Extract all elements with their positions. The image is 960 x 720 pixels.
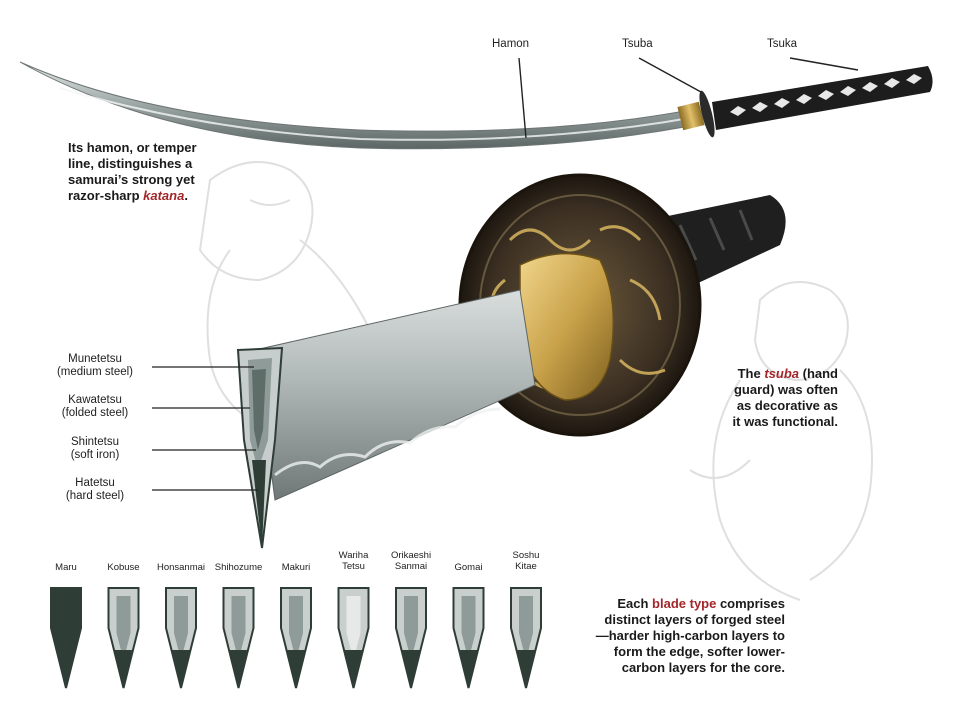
blade-type-label: Maru bbox=[31, 562, 101, 573]
hamon-caption-text: razor-sharp bbox=[68, 188, 144, 203]
layer-hatetsu: Hatetsu (hard steel) bbox=[40, 477, 150, 503]
tsuba-caption-line: The tsuba (hand bbox=[712, 366, 838, 382]
tsuka-pointer bbox=[789, 57, 859, 71]
blade-caption-line: carbon layers for the core. bbox=[621, 660, 785, 675]
hamon-pointer bbox=[518, 57, 527, 139]
layer-desc: (medium steel) bbox=[56, 366, 134, 378]
blade-type-label-line: Sanmai bbox=[394, 561, 428, 572]
blade-caption-line: form the edge, softer lower- bbox=[613, 644, 785, 659]
blade-closeup bbox=[254, 289, 536, 501]
habaki-closeup bbox=[519, 252, 615, 401]
blade-type-icons bbox=[50, 587, 542, 689]
blade-type-label-line: Wariha bbox=[338, 550, 369, 561]
tsuba-small bbox=[699, 90, 715, 138]
layer-munetetsu: Munetetsu (medium steel) bbox=[40, 353, 150, 379]
hamon-caption-line: razor-sharp katana. bbox=[68, 188, 258, 204]
hamon-caption-line: line, distinguishes a bbox=[68, 156, 193, 171]
blade-caption-text: Each bbox=[617, 596, 653, 611]
hamon-line bbox=[59, 87, 691, 141]
tsuba-term: tsuba bbox=[764, 366, 799, 381]
hamon-caption-line: samurai’s strong yet bbox=[68, 172, 195, 187]
layer-name: Shintetsu bbox=[71, 436, 119, 448]
blade-type-label-line: Kitae bbox=[515, 561, 537, 572]
hamon-caption-period: . bbox=[184, 188, 188, 203]
blade-type-term: blade type bbox=[652, 596, 717, 611]
blade-type-label-line: Kobuse bbox=[107, 562, 140, 573]
makuri-blade-icon bbox=[280, 587, 312, 689]
layer-name: Munetetsu bbox=[68, 353, 122, 365]
tsuba-label: Tsuba bbox=[622, 38, 653, 50]
blade-type-label: Makuri bbox=[261, 562, 331, 573]
kobuse-blade-icon bbox=[107, 587, 140, 689]
layer-desc: (folded steel) bbox=[61, 407, 129, 419]
maru-blade-icon bbox=[50, 587, 82, 689]
blade-type-label-line: Tetsu bbox=[342, 561, 365, 572]
tsuba-caption-line: it was functional. bbox=[732, 414, 838, 429]
blade-type-label: Gomai bbox=[434, 562, 504, 573]
katana-term: katana bbox=[143, 188, 185, 203]
blade-type-label: Honsanmai bbox=[146, 562, 216, 573]
blade-type-label-line: Maru bbox=[55, 562, 77, 573]
tsuba-caption-text: The bbox=[737, 366, 765, 381]
layer-shintetsu: Shintetsu (soft iron) bbox=[40, 436, 150, 462]
hamon-closeup bbox=[274, 407, 501, 477]
tsuka-wrap-diamonds bbox=[730, 74, 922, 116]
blade-type-label: Shihozume bbox=[204, 562, 274, 573]
blade-type-label-line: Honsanmai bbox=[156, 562, 206, 573]
tsuba-caption: The tsuba (hand guard) was often as deco… bbox=[712, 366, 838, 430]
tsuba-caption-text: (hand bbox=[799, 366, 838, 381]
blade-caption-line: Each blade type comprises bbox=[585, 596, 785, 612]
layer-desc: (soft iron) bbox=[70, 449, 120, 461]
blade-type-label-line: Shihozume bbox=[214, 562, 263, 573]
orikaeshi-sanmai-blade-icon bbox=[395, 587, 427, 689]
honsanmai-blade-icon bbox=[165, 587, 197, 689]
shihozume-blade-icon bbox=[222, 587, 255, 689]
wariha-tetsu-blade-icon bbox=[337, 587, 370, 689]
blade-type-label-line: Makuri bbox=[281, 562, 311, 573]
hamon-label: Hamon bbox=[492, 38, 530, 50]
layer-name: Hatetsu bbox=[75, 477, 115, 489]
habaki bbox=[677, 101, 705, 131]
tsuba-caption-line: guard) was often bbox=[733, 382, 838, 397]
blade-type-label: Kobuse bbox=[89, 562, 159, 573]
blade-type-label-line: Orikaeshi bbox=[390, 550, 432, 561]
blade-type-label-line: Gomai bbox=[454, 562, 483, 573]
gomai-blade-icon bbox=[452, 587, 485, 689]
blade-caption-text: comprises bbox=[716, 596, 785, 611]
hamon-caption: Its hamon, or temper line, distinguishes… bbox=[68, 140, 258, 204]
blade-type-caption: Each blade type comprises distinct layer… bbox=[585, 596, 785, 676]
tsuba-pointer bbox=[638, 57, 702, 93]
blade-caption-line: distinct layers of forged steel bbox=[604, 612, 785, 627]
layer-name: Kawatetsu bbox=[68, 394, 122, 406]
hamon-caption-line: Its hamon, or temper bbox=[68, 140, 197, 155]
blade-type-label-line: Soshu bbox=[512, 550, 540, 561]
layer-kawatetsu: Kawatetsu (folded steel) bbox=[40, 394, 150, 420]
katana-full-sword bbox=[19, 57, 933, 150]
blade-closeup-illustration bbox=[152, 173, 786, 549]
blade-caption-line: —harder high-carbon layers to bbox=[595, 628, 785, 643]
tsuka-label: Tsuka bbox=[767, 38, 798, 50]
soshu-kitae-blade-icon bbox=[510, 587, 542, 689]
tsuba-caption-line: as decorative as bbox=[736, 398, 838, 413]
layer-desc: (hard steel) bbox=[65, 490, 125, 502]
